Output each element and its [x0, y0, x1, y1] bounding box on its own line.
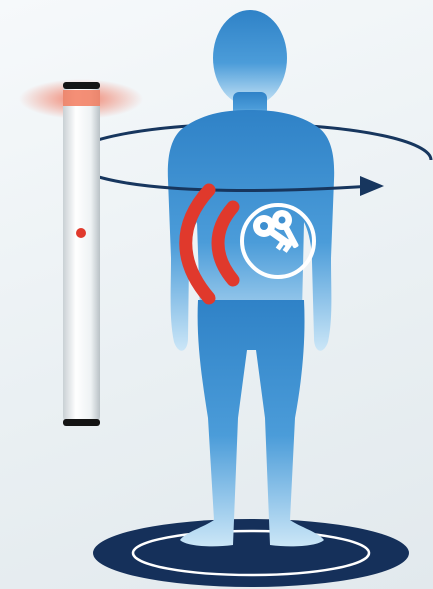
metal-detector-wand [19, 79, 143, 426]
orbit-arrow-head [360, 176, 384, 196]
wand-light-icon [63, 90, 100, 106]
wand-indicator-dot [76, 228, 86, 238]
floor-platform [93, 519, 409, 587]
